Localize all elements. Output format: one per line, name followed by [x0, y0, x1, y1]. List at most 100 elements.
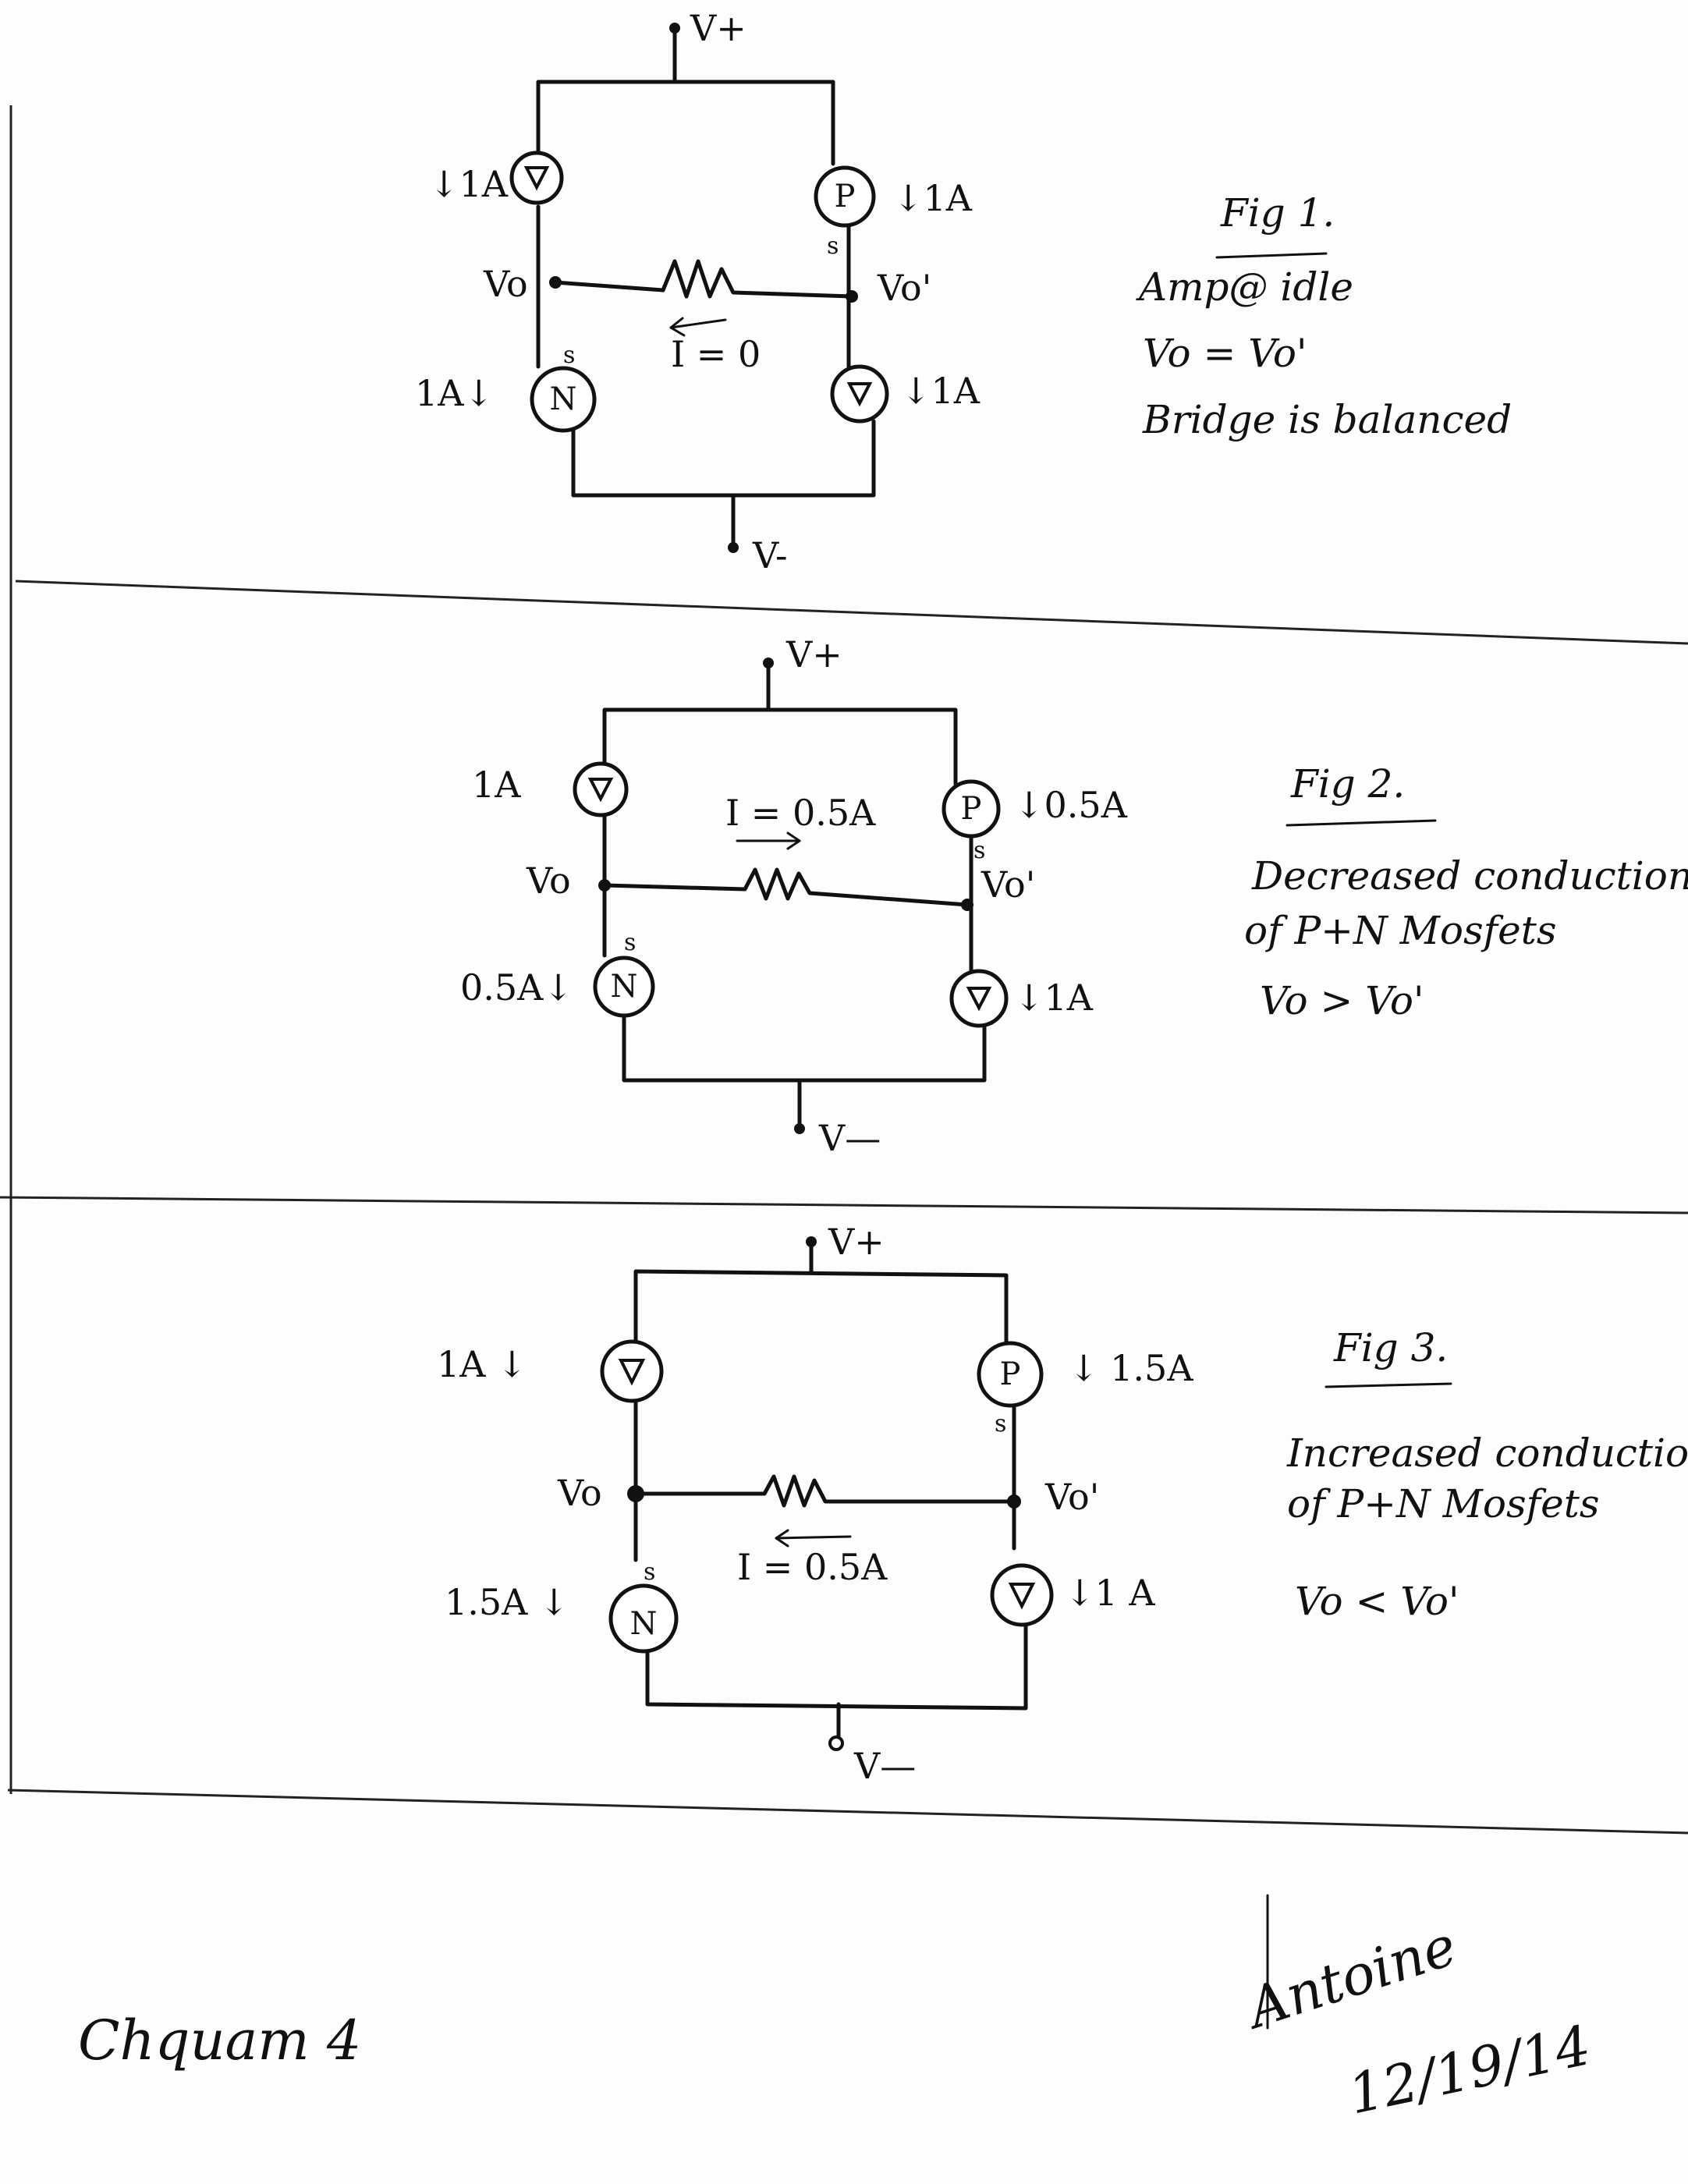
fig2-pmos-label: P: [961, 791, 982, 827]
fig1-source-mark-n: s: [563, 342, 575, 369]
fig1-nmos-label: N: [550, 381, 577, 417]
fig2-left-bottom-current: 0.5A↓: [460, 966, 573, 1009]
fig1-vo-prime-label: Vo': [877, 267, 931, 309]
fig2-vminus-label: V—: [818, 1117, 881, 1159]
fig1-vminus-terminal: [728, 542, 739, 553]
fig1-right-top-current: ↓1A: [893, 177, 973, 219]
fig3-right-bottom-current: ↓1 A: [1065, 1572, 1155, 1614]
fig2-title-underline: [1286, 819, 1437, 827]
fig3-vplus-terminal: [806, 1236, 817, 1247]
fig2-resistor: [602, 867, 970, 907]
fig3-vminus-label: V—: [853, 1745, 916, 1787]
fig2-source-mark-n: s: [624, 929, 636, 956]
fig2-title: Fig 2.: [1290, 761, 1405, 807]
fig2-nmos-label: N: [611, 969, 638, 1005]
divider-1: [15, 580, 1688, 645]
divider-3: [7, 1789, 1688, 1835]
fig1-vminus-label: V-: [752, 534, 788, 576]
fig3-top-rail: [633, 1269, 1009, 1348]
fig3-note-2: of P+N Mosfets: [1287, 1481, 1600, 1526]
fig3-current-arrowhead: [775, 1529, 789, 1548]
left-signature: Chquam 4: [78, 2008, 361, 2072]
fig2-note-1: Decreased conduction: [1251, 853, 1688, 899]
fig2-nmos-bottom-left: [593, 956, 655, 1018]
fig3-left-top-current: 1A ↓: [437, 1343, 527, 1385]
fig3-vminus-terminal: [828, 1736, 844, 1751]
fig1-source-mark-p: s: [827, 232, 839, 260]
fig3-node-left: [627, 1485, 644, 1502]
fig1-pmos-label: P: [835, 179, 856, 214]
fig2-source-mark-p: s: [973, 837, 985, 864]
fig2-right-top-current: ↓0.5A: [1014, 784, 1128, 826]
fig3-left-bottom-current: 1.5A ↓: [445, 1581, 569, 1623]
fig1-title-underline: [1215, 252, 1328, 259]
fig3-vo-prime-label: Vo': [1044, 1476, 1099, 1518]
fig2-source-arrow-icon: [587, 778, 614, 803]
fig3-right-top-current: ↓ 1.5A: [1069, 1347, 1193, 1389]
fig1-nmos-bottom-left: [530, 366, 597, 433]
fig1-resistor: [553, 259, 854, 299]
fig1-source-arrow-icon: [523, 166, 550, 191]
fig2-current-source-top-left: [573, 761, 629, 817]
fig3-title-underline: [1325, 1382, 1452, 1388]
fig3-node-right: [1007, 1494, 1021, 1509]
fig3-current-arrow: [775, 1535, 852, 1540]
fig2-note-2: of P+N Mosfets: [1244, 908, 1557, 953]
fig1-bottom-rail: [571, 419, 876, 498]
fig1-current-arrowhead: [669, 317, 686, 337]
fig1-vplus-terminal: [669, 23, 680, 34]
fig2-source-arrow-icon-2: [966, 987, 992, 1012]
signature-date: 12/19/14: [1342, 2013, 1596, 2127]
figure-3: V+ V— I = 0.5A Vo Vo' 1A ↓ P ↓ 1.5A s N …: [437, 1221, 1688, 1787]
fig2-current-label: I = 0.5A: [725, 792, 876, 834]
fig2-note-3: Vo > Vo': [1260, 978, 1424, 1023]
fig2-top-rail: [602, 707, 958, 786]
fig3-title: Fig 3.: [1333, 1325, 1448, 1370]
fig3-bottom-rail: [645, 1616, 1028, 1711]
fig3-current-source-top-left: [600, 1339, 664, 1403]
fig1-note-3: Bridge is balanced: [1142, 397, 1512, 442]
fig3-current-label: I = 0.5A: [737, 1546, 888, 1588]
fig2-vo-prime-label: Vo': [981, 863, 1035, 906]
divider-2: [0, 1196, 1688, 1214]
fig2-vplus-terminal: [763, 658, 774, 668]
fig3-source-arrow-icon: [618, 1359, 646, 1386]
fig1-vo-label: Vo: [483, 263, 528, 305]
fig2-right-bottom-current: ↓1A: [1014, 977, 1094, 1019]
fig3-vplus-label: V+: [828, 1221, 885, 1263]
fig1-source-arrow-icon-2: [846, 382, 873, 407]
fig2-current-arrowhead: [786, 831, 801, 850]
fig1-node-right: [846, 290, 858, 303]
right-signature: Antoine: [1236, 1913, 1463, 2042]
fig1-vplus-label: V+: [690, 7, 746, 49]
fig3-current-source-bottom-right: [990, 1563, 1054, 1627]
fig1-pmos-top-right: [814, 165, 876, 228]
fig2-vo-label: Vo: [526, 860, 571, 902]
fig2-left-top-current: 1A: [472, 764, 521, 806]
fig2-node-left: [598, 879, 611, 892]
fig3-note-1: Increased conduction: [1286, 1431, 1688, 1476]
fig1-current-source-top-left: [509, 151, 564, 205]
fig1-left-top-current: ↓1A: [429, 163, 509, 205]
fig2-current-source-bottom-right: [949, 969, 1009, 1028]
fig3-nmos-label: N: [630, 1606, 658, 1642]
fig3-nmos-bottom-left: [608, 1583, 679, 1654]
fig1-right-bottom-current: ↓1A: [901, 370, 981, 412]
fig2-pmos-top-right: [942, 779, 1001, 838]
fig3-source-mark-n: s: [644, 1558, 655, 1586]
fig3-source-arrow-icon-2: [1008, 1583, 1036, 1610]
fig2-node-right: [961, 899, 973, 911]
fig1-current-source-bottom-right: [830, 364, 889, 424]
fig3-pmos-label: P: [1000, 1356, 1021, 1392]
fig2-vplus-label: V+: [785, 633, 842, 675]
fig2-bottom-rail: [622, 1016, 987, 1083]
fig1-node-left: [549, 276, 562, 289]
figure-2: V+ V— I = 0.5A Vo Vo' 1A P ↓0.5A s N 0.5…: [460, 633, 1688, 1159]
fig3-note-3: Vo < Vo': [1295, 1579, 1459, 1624]
fig3-vo-label: Vo: [557, 1472, 602, 1514]
fig1-title: Fig 1.: [1220, 190, 1335, 236]
figure-1: V+ V- I = 0 Vo Vo' ↓1A P ↓1A s N 1A↓ s ↓…: [415, 7, 1512, 576]
fig1-top-rail: [536, 80, 835, 178]
fig3-resistor: [633, 1474, 1016, 1508]
